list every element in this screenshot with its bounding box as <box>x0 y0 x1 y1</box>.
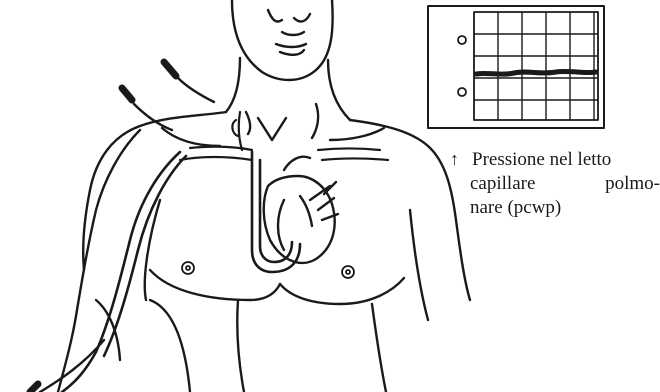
torso <box>83 112 470 392</box>
arrow-icon-3 <box>30 384 38 392</box>
face <box>232 0 333 80</box>
pressure-monitor <box>428 6 604 128</box>
catheter <box>62 152 300 392</box>
up-arrow-icon: ↑ <box>450 148 459 171</box>
caption-line-1: Pressione nel letto <box>472 148 611 171</box>
caption-line-2-word-2: polmo- <box>605 172 660 195</box>
insertion-arrows <box>30 62 214 392</box>
arrow-icon-1 <box>164 62 176 76</box>
lower-knob-icon <box>458 88 466 96</box>
neck <box>226 58 350 140</box>
caption-line-2: capillare polmo- <box>470 172 660 195</box>
nipples <box>182 262 354 278</box>
upper-knob-icon <box>458 36 466 44</box>
caption-line-3: nare (pcwp) <box>470 196 561 219</box>
pressure-trace <box>476 71 596 74</box>
arrow-icon-2 <box>122 88 132 100</box>
caption-line-2-word-1: capillare <box>470 172 535 195</box>
